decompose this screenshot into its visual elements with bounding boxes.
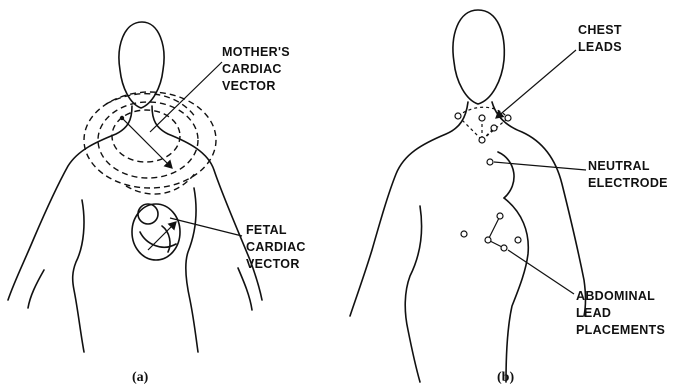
panel-b: CHEST LEADS NEUTRAL ELECTRODE ABDOMINAL …	[350, 10, 668, 385]
mother-cardiac-field-lines	[84, 92, 216, 194]
caption-b: (b)	[497, 370, 514, 385]
mother-cardiac-vector-label: MOTHER'S CARDIAC VECTOR	[222, 45, 294, 93]
abdominal-lead-placements-label: ABDOMINAL LEAD PLACEMENTS	[576, 289, 665, 337]
fetal-cardiac-vector-label: FETAL CARDIAC VECTOR	[246, 223, 310, 271]
leader-neutral	[494, 162, 586, 170]
abdominal-leads	[461, 213, 521, 251]
leader-abdominal	[508, 250, 574, 294]
panel-a: MOTHER'S CARDIAC VECTOR FETAL CARDIAC VE…	[8, 22, 310, 385]
leader-fetal	[170, 218, 242, 236]
neutral-electrode	[487, 159, 493, 165]
leader-chest	[496, 50, 576, 118]
chest-leads-label: CHEST LEADS	[578, 23, 626, 54]
mother-cardiac-vector	[120, 116, 172, 168]
fetus-drawing	[132, 204, 180, 260]
body-outline-b	[350, 10, 586, 382]
neutral-electrode-label: NEUTRAL ELECTRODE	[588, 159, 668, 190]
caption-a: (a)	[132, 370, 149, 385]
